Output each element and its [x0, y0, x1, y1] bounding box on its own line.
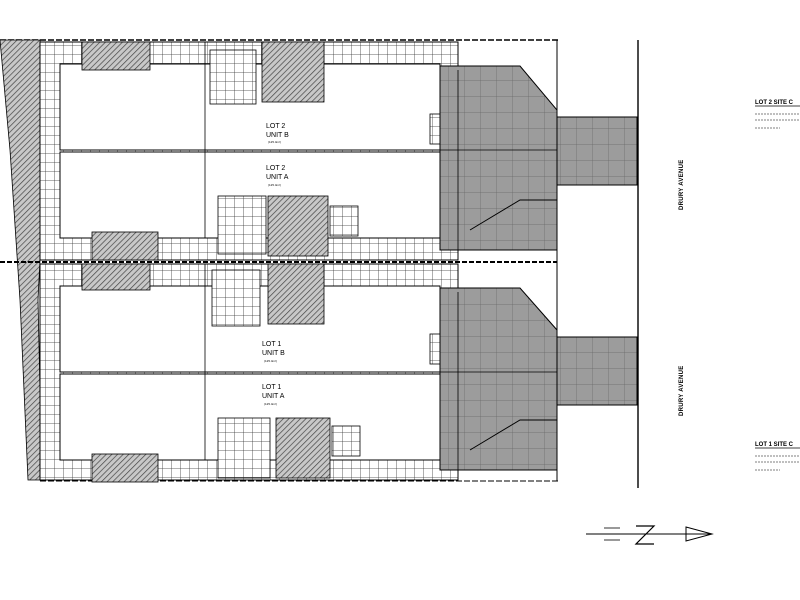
lot2-site-info: LOT 2 SITE C [755, 100, 800, 129]
unit-label: UNIT B [262, 350, 285, 357]
unit-label: UNIT B [266, 132, 289, 139]
site-title: LOT 2 SITE C [755, 100, 794, 106]
label-lot1-unit-b: LOT 1 UNIT B (125.4m²) [262, 341, 285, 363]
lot1-driveway [439, 287, 638, 471]
unit-note: (125.4m²) [264, 359, 277, 363]
lot2-building [39, 41, 459, 261]
street-name-lower: DRURY AVENUE [679, 365, 685, 416]
street-name-upper: DRURY AVENUE [679, 159, 685, 210]
lot-label: LOT 1 [262, 384, 281, 391]
lot-label: LOT 2 [266, 165, 285, 172]
lot1-building [39, 263, 459, 483]
lot-label: LOT 1 [262, 341, 281, 348]
left-landscape-strip [0, 39, 47, 481]
unit-note: (125.4m²) [268, 183, 281, 187]
label-lot1-unit-a: LOT 1 UNIT A (125.4m²) [262, 384, 285, 406]
north-arrow-icon [586, 525, 714, 545]
lot2-driveway [439, 65, 638, 251]
lot1-site-info: LOT 1 SITE C [755, 442, 800, 471]
label-lot2-unit-b: LOT 2 UNIT B (125.4m²) [266, 123, 289, 144]
unit-note: (125.4m²) [268, 140, 281, 144]
label-lot2-unit-a: LOT 2 UNIT A (125.4m²) [266, 165, 289, 187]
site-title: LOT 1 SITE C [755, 442, 794, 448]
unit-label: UNIT A [266, 174, 289, 181]
unit-note: (125.4m²) [264, 402, 277, 406]
unit-label: UNIT A [262, 393, 285, 400]
lot-label: LOT 2 [266, 123, 285, 130]
